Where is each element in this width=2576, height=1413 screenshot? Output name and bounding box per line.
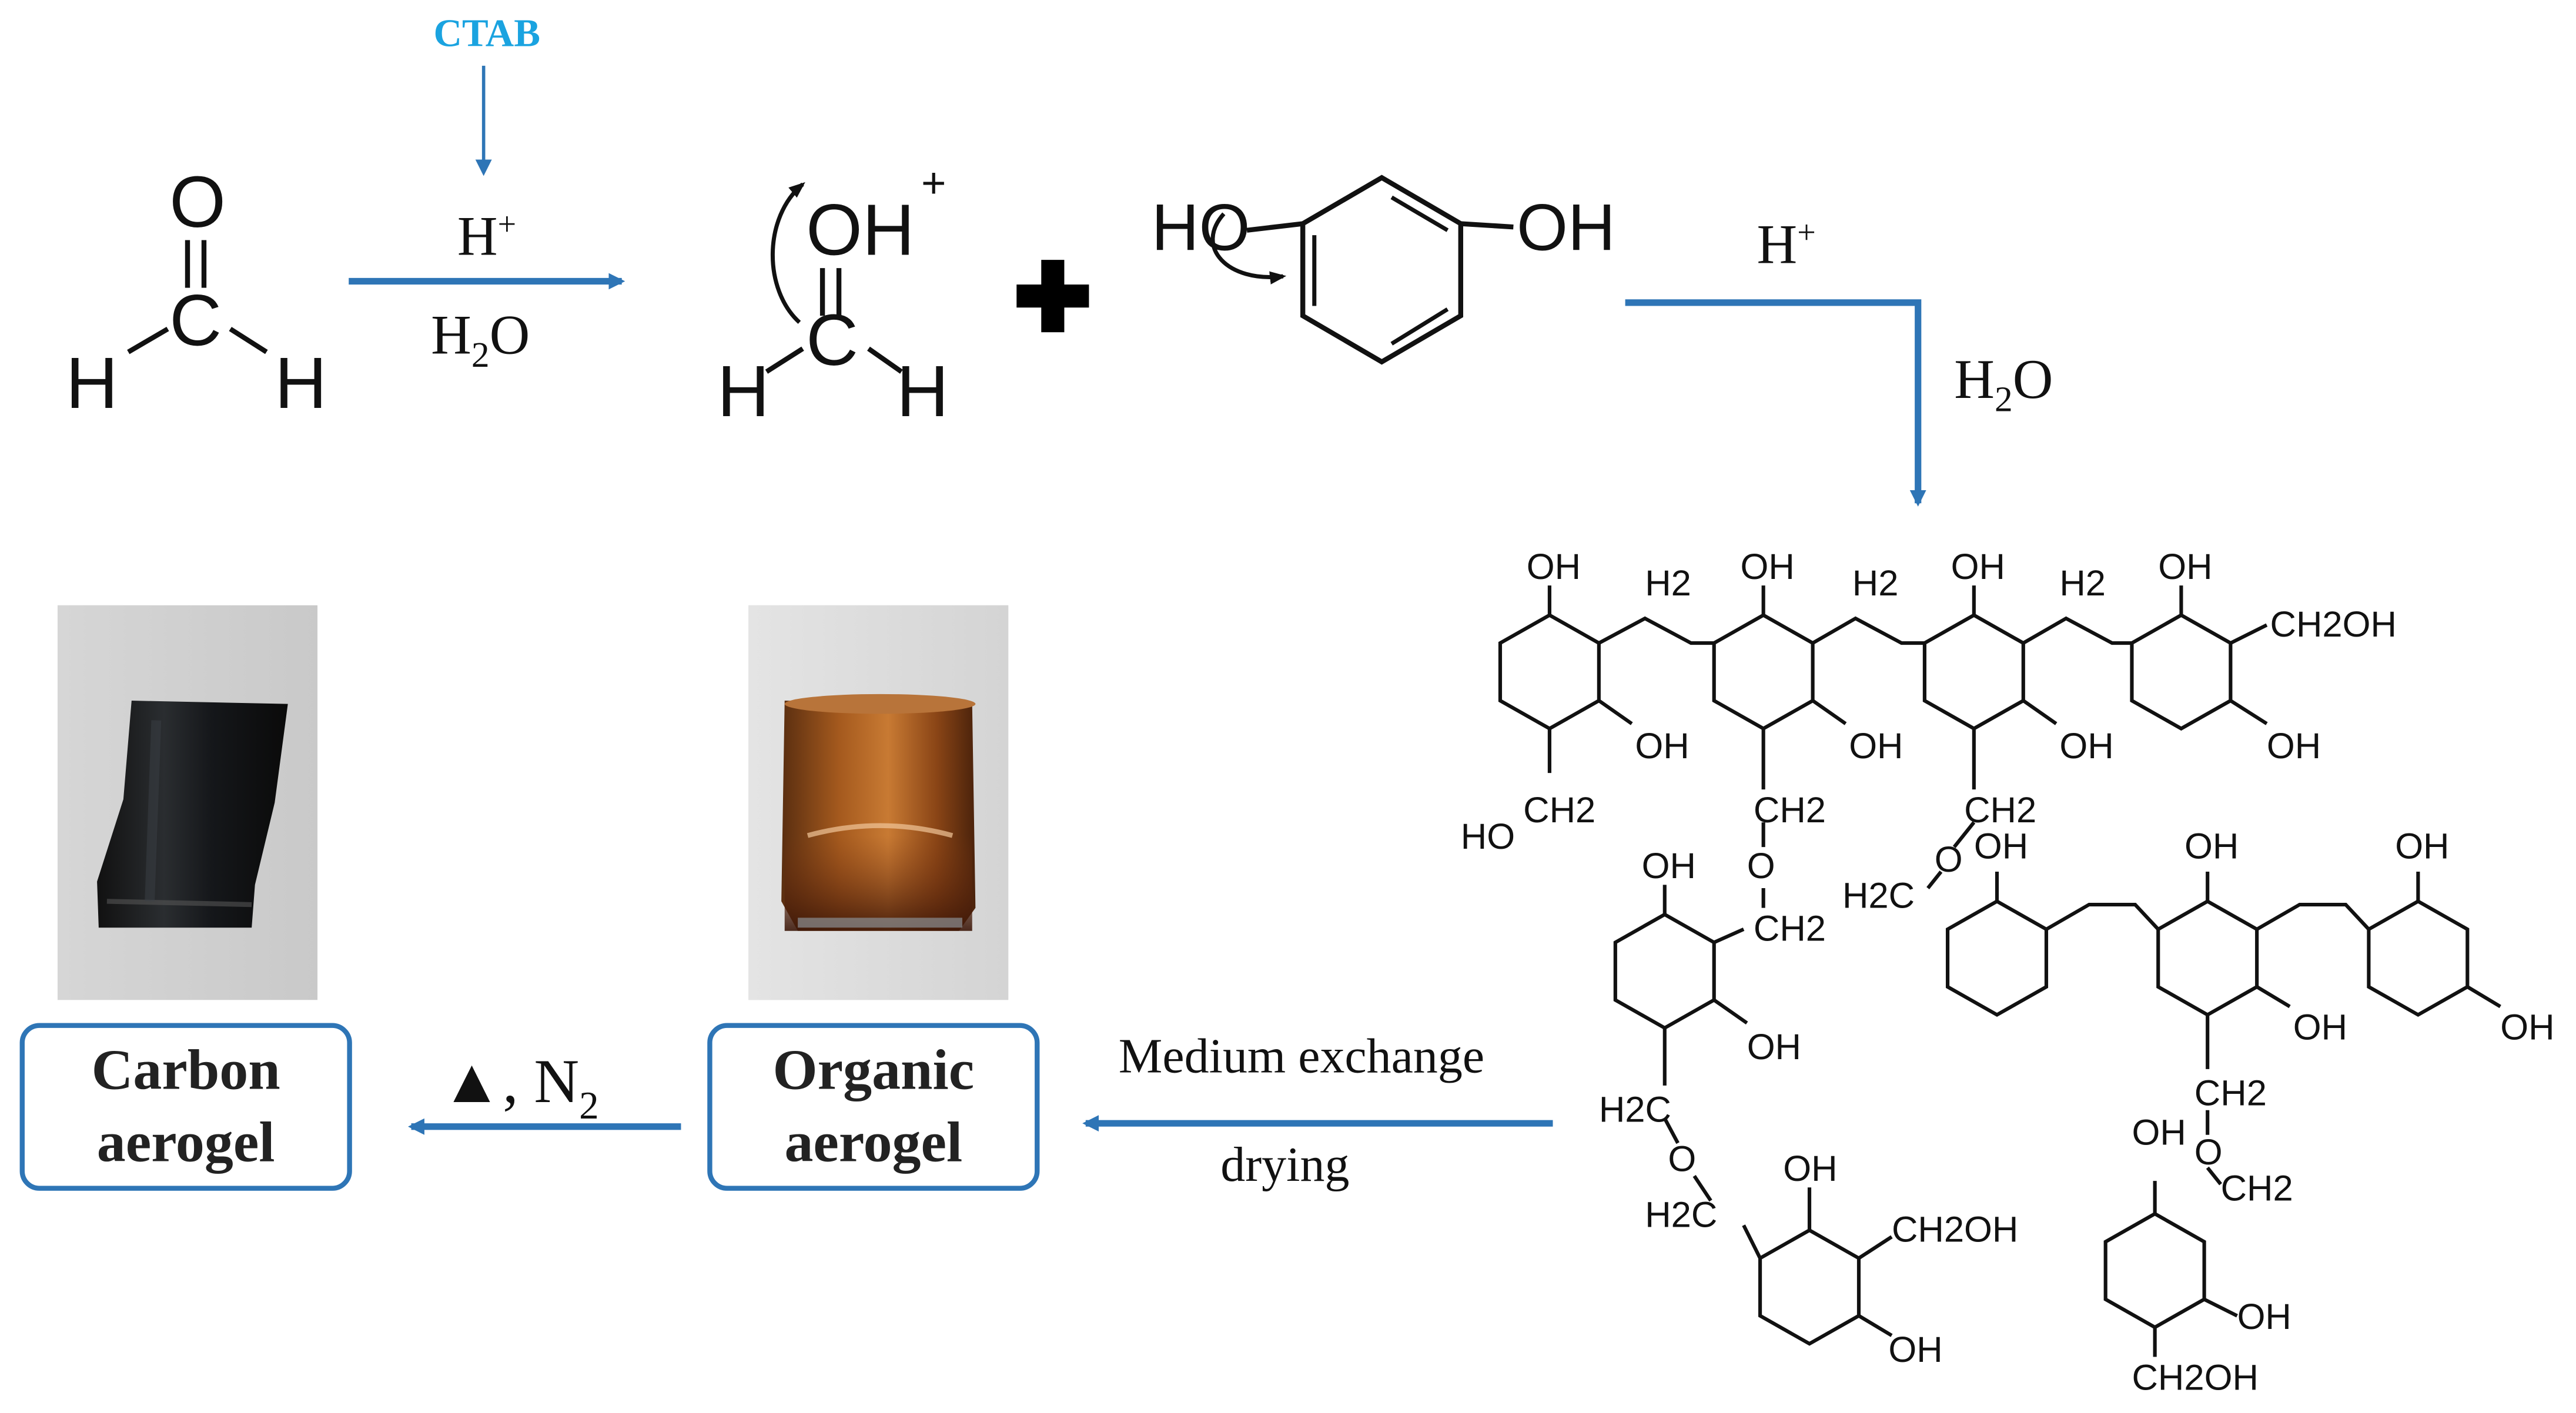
organic-aerogel-label-line-2: aerogel bbox=[784, 1110, 963, 1174]
label-oh: OH bbox=[1747, 1027, 1801, 1067]
formaldehyde-molecule: O C H H bbox=[66, 162, 327, 424]
label-oh: OH bbox=[2500, 1007, 2554, 1047]
atom-h-left: H bbox=[717, 351, 770, 432]
label-oh: OH bbox=[2237, 1297, 2291, 1337]
label-oh: OH bbox=[2132, 1113, 2186, 1153]
label-ch2: CH2 bbox=[1523, 790, 1595, 831]
label-ch2oh: CH2OH bbox=[2270, 604, 2397, 645]
ho-group: HO bbox=[1152, 190, 1250, 264]
label-h2c: H2C bbox=[1842, 876, 1915, 916]
label-o: O bbox=[1935, 839, 1963, 880]
plus-sign bbox=[1016, 260, 1089, 333]
atom-h-right: H bbox=[275, 343, 327, 424]
label-ch2: CH2 bbox=[2194, 1073, 2267, 1113]
label-oh: OH bbox=[1642, 846, 1696, 886]
label-oh: OH bbox=[2293, 1007, 2347, 1047]
curved-electron-arrow bbox=[770, 182, 805, 324]
carbon-aerogel-photo bbox=[57, 605, 318, 1000]
polymer-labels: OH OH OH OH H2 H2 H2 CH2OH OH OH OH OH H… bbox=[1461, 547, 2555, 1398]
carbon-aerogel-label-line-2: aerogel bbox=[96, 1110, 275, 1174]
protonated-formaldehyde: OH + C H H bbox=[717, 159, 949, 432]
label-oh: OH bbox=[1951, 547, 2005, 587]
oh-group: OH bbox=[1517, 190, 1615, 264]
atom-h-right: H bbox=[896, 351, 949, 432]
organic-aerogel-photo bbox=[748, 605, 1009, 1000]
label-h2: H2 bbox=[1852, 563, 1899, 604]
resorcinol-molecule: HO OH bbox=[1152, 175, 1615, 365]
atom-o: O bbox=[169, 162, 226, 243]
label-oh: OH bbox=[1974, 826, 2028, 867]
polymer-network bbox=[1498, 585, 2501, 1357]
label-oh: OH bbox=[2158, 547, 2212, 587]
label-oh: OH bbox=[1741, 547, 1795, 587]
label-ch2oh: CH2OH bbox=[1892, 1210, 2018, 1250]
label-oh: OH bbox=[1783, 1149, 1837, 1189]
label-h2: H2 bbox=[1645, 563, 1691, 604]
label-o: O bbox=[2194, 1132, 2223, 1173]
label-ch2: CH2 bbox=[1754, 909, 1826, 949]
medium-exchange-label: Medium exchange bbox=[1119, 1029, 1484, 1083]
organic-aerogel-box: Organic aerogel bbox=[707, 1023, 1040, 1191]
label-ch2: CH2 bbox=[1964, 790, 2036, 831]
charge-plus: + bbox=[921, 159, 946, 207]
label-h2: H2 bbox=[2059, 563, 2106, 604]
label-oh: OH bbox=[2395, 826, 2449, 867]
label-h2c: H2C bbox=[1599, 1089, 1671, 1130]
label-oh: OH bbox=[2267, 726, 2321, 766]
label-oh: OH bbox=[1527, 547, 1581, 587]
solvent-1-label: H2O bbox=[431, 304, 530, 375]
curved-electron-arrow bbox=[1210, 212, 1287, 284]
solvent-2-label: H2O bbox=[1954, 348, 2053, 419]
label-ch2oh: CH2OH bbox=[2132, 1357, 2258, 1398]
ctab-label: CTAB bbox=[433, 11, 540, 55]
atom-h-left: H bbox=[66, 343, 118, 424]
organic-aerogel-label-line-1: Organic bbox=[772, 1037, 975, 1102]
label-ho: HO bbox=[1461, 816, 1515, 857]
label-ch2: CH2 bbox=[1754, 790, 1826, 831]
carbon-aerogel-box: Carbon aerogel bbox=[19, 1023, 352, 1191]
carbon-aerogel-label-line-1: Carbon bbox=[91, 1037, 280, 1102]
label-oh: OH bbox=[1849, 726, 1903, 766]
atom-oh: OH bbox=[806, 190, 915, 271]
label-oh: OH bbox=[2059, 726, 2113, 766]
label-oh: OH bbox=[1888, 1330, 1942, 1370]
catalyst-1-label: H+ bbox=[457, 205, 516, 267]
label-oh: OH bbox=[2184, 826, 2239, 867]
label-h2c: H2C bbox=[1645, 1194, 1717, 1235]
atom-c: C bbox=[806, 300, 858, 381]
pyrolysis-label: ▲, N2 bbox=[441, 1047, 599, 1127]
label-o: O bbox=[1747, 846, 1775, 886]
reaction-arrow-2 bbox=[1625, 299, 1926, 507]
label-ch2: CH2 bbox=[2221, 1168, 2293, 1209]
atom-c: C bbox=[169, 281, 222, 361]
label-oh: OH bbox=[1635, 726, 1689, 766]
catalyst-2-label: H+ bbox=[1757, 213, 1815, 276]
drying-label: drying bbox=[1220, 1137, 1349, 1192]
label-o: O bbox=[1668, 1139, 1696, 1179]
